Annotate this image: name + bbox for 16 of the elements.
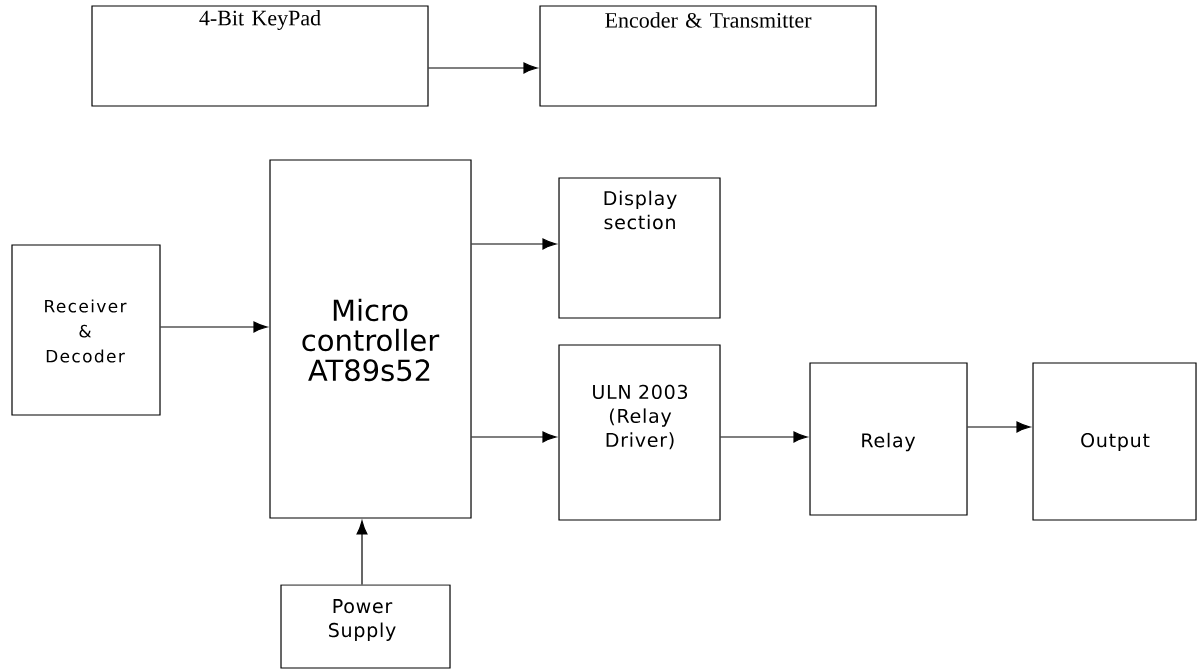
arrow xyxy=(967,421,1031,433)
arrow xyxy=(471,238,557,250)
block-box: Encoder & Transmitter xyxy=(539,5,877,107)
block-box: Micro controller AT89s52 xyxy=(269,159,472,519)
block-box: Relay xyxy=(809,362,968,516)
block-box: ULN 2003 (Relay Driver) xyxy=(558,344,721,521)
block-box: Receiver & Decoder xyxy=(11,244,161,416)
arrow xyxy=(471,431,557,443)
arrow xyxy=(356,520,368,585)
block-box: Output xyxy=(1032,362,1197,521)
block-box: Power Supply xyxy=(280,584,451,669)
arrow xyxy=(428,62,538,74)
block-box: Display section xyxy=(558,177,721,319)
arrow xyxy=(720,431,808,443)
block-box: 4-Bit KeyPad xyxy=(91,5,429,107)
arrow xyxy=(160,321,268,333)
